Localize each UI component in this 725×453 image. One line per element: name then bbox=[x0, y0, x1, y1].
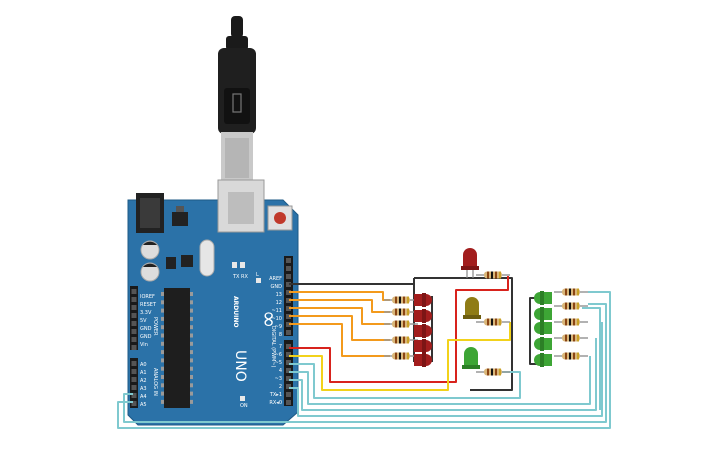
digital-header-top bbox=[284, 256, 293, 336]
analog-pin-label: A3 bbox=[140, 386, 147, 392]
led-red[interactable] bbox=[414, 309, 432, 323]
led-traffic-yellow[interactable] bbox=[463, 297, 481, 319]
resistor[interactable] bbox=[476, 368, 510, 376]
resistor[interactable] bbox=[554, 352, 588, 360]
digital-pin-label: ~9 bbox=[275, 324, 282, 330]
resistor[interactable] bbox=[384, 320, 418, 328]
digital-pin-label: AREF bbox=[269, 276, 282, 282]
arduino-logo-icon: ∞ bbox=[256, 310, 281, 328]
wire-pin9[interactable] bbox=[289, 323, 390, 357]
analog-header bbox=[130, 358, 138, 408]
digital-pin-label: RX◂0 bbox=[269, 400, 282, 406]
wire-pin13[interactable] bbox=[289, 291, 390, 301]
usb-cable[interactable] bbox=[218, 16, 256, 182]
resistor[interactable] bbox=[476, 318, 510, 326]
digital-pin-label: GND bbox=[271, 284, 283, 290]
analog-pin-label: A0 bbox=[140, 362, 147, 368]
wire-pin10[interactable] bbox=[289, 315, 390, 341]
tx-label: TX bbox=[232, 274, 240, 280]
led-red[interactable] bbox=[414, 293, 432, 307]
wire-pin2[interactable] bbox=[289, 322, 603, 417]
digital-pin-label: ~3 bbox=[275, 376, 282, 382]
wire-pin7[interactable] bbox=[289, 276, 509, 383]
arduino-board[interactable]: TX RX L ON ∞ ARDUINO UNO DIGITAL (PWM~) … bbox=[127, 179, 299, 426]
capacitor-icon bbox=[140, 240, 160, 260]
led-red[interactable] bbox=[414, 353, 432, 367]
power-header-label: POWER bbox=[152, 317, 158, 336]
digital-pin-label: TX▸1 bbox=[269, 392, 282, 398]
digital-pin-label: ~5 bbox=[275, 360, 282, 366]
digital-pin-label: 12 bbox=[276, 300, 282, 306]
led-green[interactable] bbox=[534, 353, 552, 367]
wire-pin12[interactable] bbox=[289, 299, 390, 313]
digital-pin-label: 8 bbox=[279, 332, 282, 338]
wire-pin3[interactable] bbox=[289, 338, 597, 411]
atmega-chip bbox=[164, 288, 190, 408]
l-label: L bbox=[256, 272, 259, 278]
power-pin-label: 3.3V bbox=[140, 310, 152, 316]
digital-header-label: DIGITAL (PWM~) bbox=[270, 326, 276, 368]
led-green[interactable] bbox=[534, 307, 552, 321]
resistor[interactable] bbox=[384, 296, 418, 304]
capacitor-icon bbox=[140, 262, 160, 282]
resistor[interactable] bbox=[554, 334, 588, 342]
wire-a4[interactable] bbox=[123, 303, 607, 423]
led-green[interactable] bbox=[534, 291, 552, 305]
resistor[interactable] bbox=[476, 271, 510, 279]
analog-pin-label: A4 bbox=[140, 394, 147, 400]
analog-header-label: ANALOG IN bbox=[152, 368, 158, 396]
power-pin-label: GND bbox=[140, 334, 152, 340]
resistor[interactable] bbox=[554, 288, 588, 296]
rx-label: RX bbox=[241, 274, 248, 280]
analog-pin-label: A2 bbox=[140, 378, 147, 384]
led-red[interactable] bbox=[414, 339, 432, 353]
power-pin-label: GND bbox=[140, 326, 152, 332]
on-label: ON bbox=[240, 403, 248, 409]
digital-pin-label: ~11 bbox=[271, 308, 282, 314]
power-pin-label: IOREF bbox=[140, 294, 155, 300]
wire-pin6[interactable] bbox=[289, 322, 511, 391]
wire-pin11[interactable] bbox=[289, 307, 390, 325]
resistor[interactable] bbox=[554, 302, 588, 310]
wire-pin5[interactable] bbox=[289, 363, 521, 399]
led-traffic-green[interactable] bbox=[462, 347, 480, 369]
digital-pin-label: ~6 bbox=[275, 352, 282, 358]
power-pin-label: RESET bbox=[140, 302, 157, 308]
power-pin-label: 5V bbox=[140, 318, 147, 324]
power-pin-label: Vin bbox=[140, 342, 148, 348]
model-label: UNO bbox=[232, 350, 248, 382]
digital-pin-label: 2 bbox=[279, 384, 282, 390]
digital-pin-label: ~10 bbox=[271, 316, 282, 322]
resistor[interactable] bbox=[384, 352, 418, 360]
brand-label: ARDUINO bbox=[232, 296, 239, 327]
wire-pin4[interactable] bbox=[289, 356, 591, 405]
wire-a5[interactable] bbox=[117, 291, 611, 429]
analog-pin-label: A5 bbox=[140, 402, 147, 408]
led-green[interactable] bbox=[534, 337, 552, 351]
led-traffic-red[interactable] bbox=[461, 248, 479, 278]
resistor[interactable] bbox=[384, 336, 418, 344]
resistor[interactable] bbox=[554, 318, 588, 326]
led-red[interactable] bbox=[414, 324, 432, 338]
traffic-light bbox=[461, 248, 481, 369]
crystal-icon bbox=[199, 239, 215, 277]
digital-pin-label: 7 bbox=[279, 344, 282, 350]
resistor[interactable] bbox=[384, 308, 418, 316]
digital-pin-label: 4 bbox=[279, 368, 282, 374]
digital-pin-label: 13 bbox=[276, 292, 282, 298]
analog-pin-label: A1 bbox=[140, 370, 147, 376]
led-green[interactable] bbox=[534, 321, 552, 335]
